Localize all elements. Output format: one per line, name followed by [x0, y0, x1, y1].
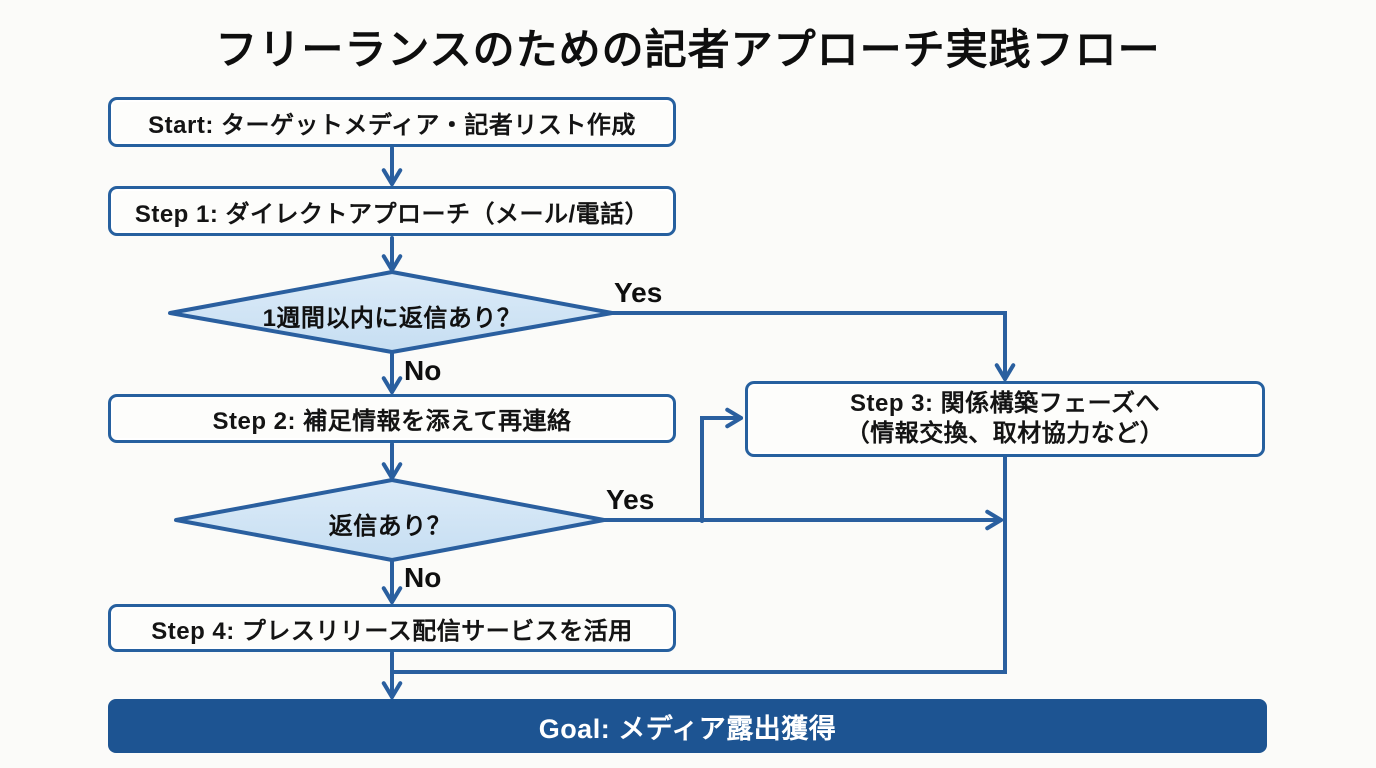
decision1-yes-label: Yes: [614, 277, 663, 308]
node-step4: Step 4: プレスリリース配信サービスを活用: [108, 604, 676, 652]
node-goal: Goal: メディア露出獲得: [108, 699, 1267, 753]
decision1-label: 1週間以内に返信あり？: [262, 305, 522, 332]
decision1-diamond: [168, 270, 614, 354]
node-step2-label: Step 2: 補足情報を添えて再連絡: [212, 408, 572, 435]
node-step3-label: Step 3: 関係構築フェーズへ （情報交換、取材協力など）: [846, 389, 1165, 449]
node-goal-label: Goal: メディア露出獲得: [538, 713, 837, 744]
decision2-no-label: No: [404, 562, 442, 593]
node-start-label: Start: ターゲットメディア・記者リスト作成: [148, 111, 636, 139]
node-start: Start: ターゲットメディア・記者リスト作成: [108, 97, 676, 147]
node-step3-label-line1: Step 3: 関係構築フェーズへ: [850, 390, 1160, 417]
node-step2: Step 2: 補足情報を添えて再連絡: [108, 394, 676, 443]
decision2-label: 返信あり？: [328, 513, 452, 540]
node-step1: Step 1: ダイレクトアプローチ（メール/電話）: [108, 186, 676, 236]
edge-decision2-yes-to-step3: [700, 407, 744, 523]
decision1-no-label: No: [404, 355, 442, 386]
decision2-yes-label: Yes: [606, 484, 655, 515]
node-step1-label: Step 1: ダイレクトアプローチ（メール/電話）: [134, 200, 650, 228]
edge-decision1-yes-to-step3: [610, 311, 1016, 382]
page-title: フリーランスのための記者アプローチ実践フロー: [215, 26, 1161, 73]
node-step3-label-line2: （情報交換、取材協力など）: [845, 420, 1165, 447]
decision2-diamond: [174, 478, 606, 562]
edge-step3-to-goal-merge: [392, 454, 1007, 674]
node-step3: Step 3: 関係構築フェーズへ （情報交換、取材協力など）: [745, 381, 1265, 457]
node-step4-label: Step 4: プレスリリース配信サービスを活用: [151, 617, 633, 645]
